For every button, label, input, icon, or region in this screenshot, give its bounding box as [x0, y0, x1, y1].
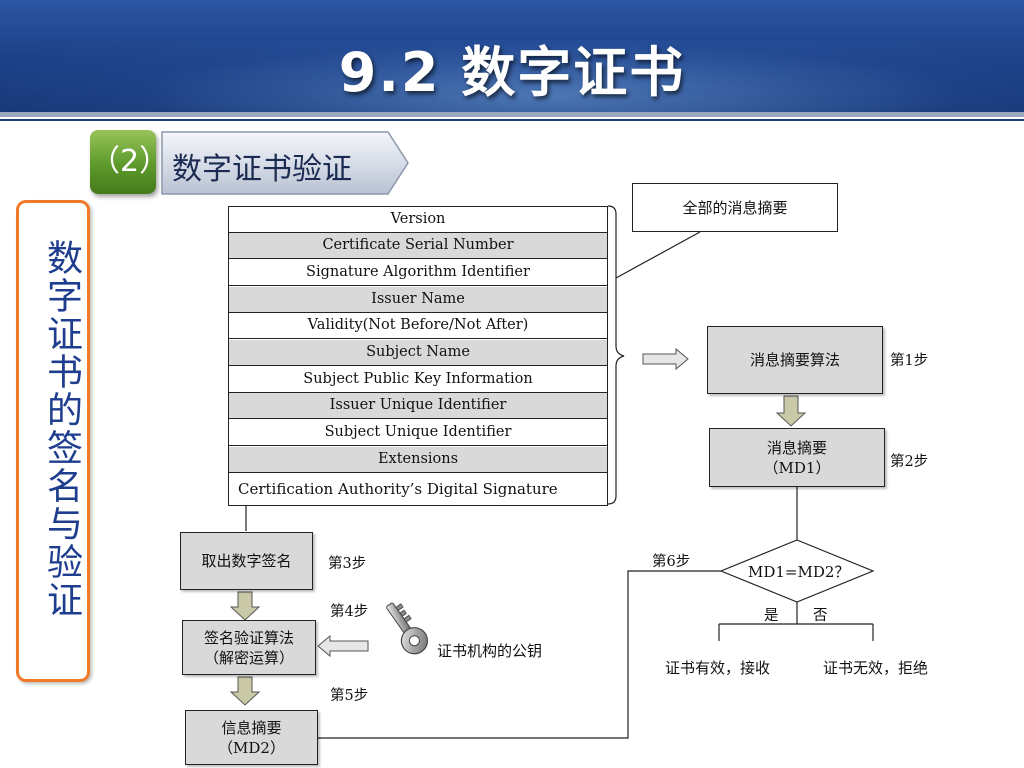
cert-field-row: Issuer Name: [229, 287, 607, 313]
arrow-to-verify: [229, 591, 261, 621]
section-tab-shape: [161, 131, 409, 195]
section-label-tab: 数字证书验证: [160, 128, 412, 198]
arrow-to-md1: [775, 395, 807, 427]
md1-label-line2: （MD1）: [763, 458, 831, 477]
cert-field-row: Subject Public Key Information: [229, 367, 607, 393]
digest-algorithm-label: 消息摘要算法: [749, 351, 840, 369]
extract-signature-box: 取出数字签名: [180, 532, 313, 590]
cert-field-row: Subject Unique Identifier: [229, 420, 607, 446]
cert-field-row: Subject Name: [229, 340, 607, 366]
side-label-text: 数字证书的签名与验证: [41, 239, 82, 619]
verify-label-line1: 签名验证算法: [203, 628, 294, 647]
yes-label: 是: [764, 608, 779, 624]
cert-field-row: Issuer Unique Identifier: [229, 393, 607, 419]
arrow-to-digest-algorithm: [642, 347, 689, 371]
extract-signature-label: 取出数字签名: [201, 552, 292, 570]
step-3-label: 第3步: [328, 556, 367, 572]
verify-algorithm-box: 签名验证算法 （解密运算）: [182, 620, 316, 675]
slide-title: 9.2 数字证书: [338, 41, 686, 104]
table-brace: [607, 205, 625, 505]
step-2-label: 第2步: [890, 454, 929, 470]
arrow-to-md2: [229, 676, 261, 706]
callout-text: 全部的消息摘要: [682, 198, 788, 217]
md2-label-line2: （MD2）: [218, 738, 285, 757]
section-title: 数字证书验证: [172, 152, 352, 187]
key-icon: [386, 602, 429, 655]
cert-field-row: Certificate Serial Number: [229, 233, 607, 259]
invalid-result: 证书无效，拒绝: [823, 659, 929, 677]
header-divider: [0, 112, 1024, 117]
step-4-label: 第4步: [330, 604, 369, 620]
compare-label: MD1=MD2？: [748, 563, 850, 581]
md1-label-line1: 消息摘要: [766, 438, 827, 457]
verify-label-line2: （解密运算）: [203, 648, 294, 667]
md2-label-line1: 信息摘要: [221, 718, 282, 737]
step-1-label: 第1步: [890, 353, 929, 369]
step-5-label: 第5步: [330, 688, 369, 704]
md2-to-compare-line: [318, 570, 721, 739]
cert-field-row: Version: [229, 207, 607, 233]
header-glow: [0, 40, 1024, 112]
no-label: 否: [813, 608, 828, 624]
section-number-badge: （2）: [90, 130, 169, 194]
cert-field-row: Signature Algorithm Identifier: [229, 260, 607, 286]
slide-header: 9.2 数字证书: [0, 0, 1024, 112]
md1-box: 消息摘要 （MD1）: [709, 428, 885, 487]
certificate-structure-table: Version Certificate Serial Number Signat…: [228, 206, 608, 506]
md2-box: 信息摘要 （MD2）: [185, 710, 318, 765]
header-divider-thin: [0, 119, 1024, 121]
ca-public-key-label: 证书机构的公钥: [437, 642, 543, 660]
digest-algorithm-box: 消息摘要算法: [707, 326, 883, 394]
callout-all-digest: 全部的消息摘要: [632, 183, 838, 232]
cert-field-row: Validity(Not Before/Not After): [229, 313, 607, 339]
cert-field-row: Extensions: [229, 447, 607, 473]
callout-leader: [615, 231, 701, 279]
side-label-box: 数字证书的签名与验证: [16, 200, 90, 682]
cert-field-row-signature: Certification Authority’s Digital Signat…: [238, 480, 558, 498]
arrow-key-to-verify: [317, 634, 369, 658]
valid-result: 证书有效，接收: [665, 659, 771, 677]
step-6-label: 第6步: [652, 554, 691, 570]
